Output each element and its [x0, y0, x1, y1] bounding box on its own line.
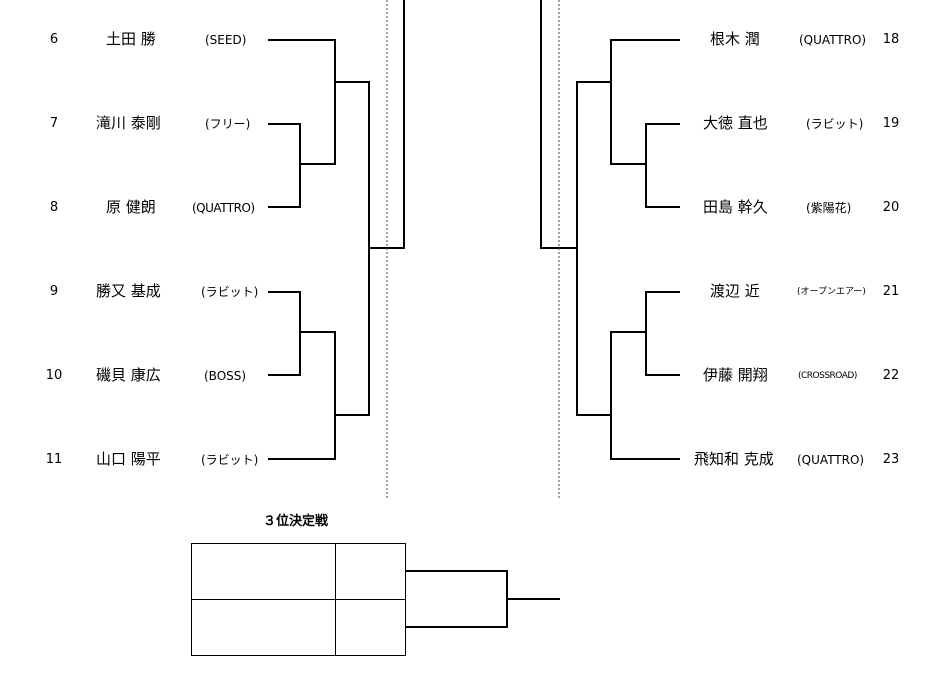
right-connector-21-22: [645, 291, 680, 376]
player-name: 磯貝 康広: [96, 366, 161, 384]
player-name: 滝川 泰剛: [96, 114, 161, 132]
player-number: 8: [49, 200, 59, 215]
player-number: 11: [45, 452, 63, 467]
left-semifinal-connector: [335, 81, 370, 416]
right-connector-18: [610, 39, 680, 165]
player-team: (SEED): [205, 33, 247, 47]
left-connector-9-10: [268, 291, 301, 376]
player-number: 20: [882, 200, 900, 215]
player-team: (QUATTRO): [797, 453, 865, 467]
left-connector-6-8: [268, 39, 336, 165]
player-team: (フリー): [205, 117, 251, 131]
player-number: 22: [882, 368, 900, 383]
player-name: 渡辺 近: [710, 282, 760, 300]
right-connector-19-20: [645, 123, 680, 208]
player-number: 6: [49, 32, 59, 47]
player-name: 根木 潤: [710, 30, 760, 48]
player-name: 原 健朗: [106, 198, 156, 216]
player-name: 大徳 直也: [703, 114, 768, 132]
player-name: 田島 幹久: [703, 198, 768, 216]
left-final-connector: [369, 0, 405, 249]
player-number: 10: [45, 368, 63, 383]
third-place-entry-box-1: [191, 543, 406, 600]
right-semifinal-connector: [576, 81, 611, 416]
player-number: 21: [882, 284, 900, 299]
player-team: (オープンエアー): [797, 287, 866, 297]
player-number: 9: [49, 284, 59, 299]
player-name: 山口 陽平: [96, 450, 161, 468]
third-place-entry-box-2: [191, 599, 406, 656]
player-team: (ラビット): [806, 117, 864, 131]
player-name: 伊藤 開翔: [703, 366, 768, 384]
left-connector-7-8: [268, 123, 301, 208]
left-bracket-lines: [268, 0, 405, 460]
player-name: 勝又 基成: [96, 282, 161, 300]
third-place-bracket: [191, 543, 560, 656]
player-number: 7: [49, 116, 59, 131]
left-connector-11: [268, 331, 336, 460]
right-connector-23: [610, 331, 680, 460]
player-team: (紫陽花): [806, 201, 852, 215]
right-bracket-lines: [540, 0, 680, 460]
player-team: (ラビット): [201, 453, 259, 467]
player-team: (QUATTRO): [799, 33, 867, 47]
player-number: 19: [882, 116, 900, 131]
player-team: (CROSSROAD): [798, 371, 857, 381]
player-number: 23: [882, 452, 900, 467]
player-team: (BOSS): [204, 369, 247, 383]
player-team: (ラビット): [201, 285, 259, 299]
player-number: 18: [882, 32, 900, 47]
third-place-title: ３位決定戦: [263, 514, 329, 529]
player-name: 土田 勝: [106, 30, 156, 48]
player-team: (QUATTRO): [192, 201, 255, 215]
right-final-connector: [540, 0, 577, 249]
third-place-connector: [405, 570, 560, 628]
player-name: 飛知和 克成: [694, 450, 774, 468]
